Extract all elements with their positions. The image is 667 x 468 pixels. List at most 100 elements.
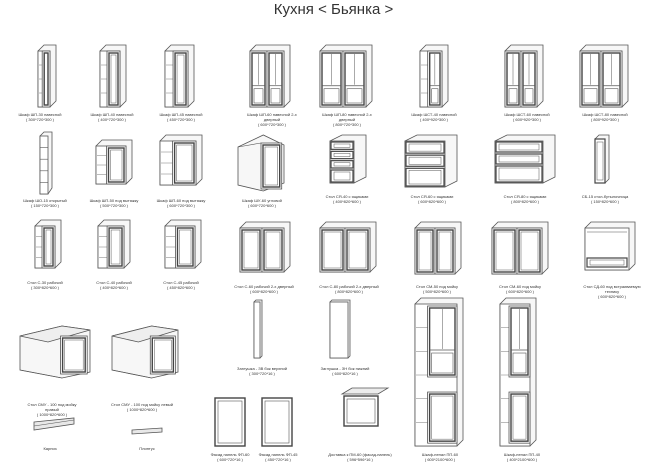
- stol-sm-50-drawing: [414, 221, 462, 275]
- catalog-item-caption: Шкаф ШСТ-60 навесной( 600*920*300 ): [495, 112, 559, 122]
- item-name: Стол С-60 рабочий 2-х дверный: [234, 284, 294, 289]
- item-name: Шкаф ШП-60 навесной 2-х дверный: [247, 112, 297, 122]
- item-name: Шкаф ШП-80 навесной 2-х дверный: [322, 112, 372, 122]
- dostavka-pm-drawing: [340, 387, 390, 427]
- catalog-item-caption: Доставка к ПМ-60 (фасад-панель)( 596*596…: [328, 452, 392, 462]
- shkaf-vp-60-2dv-drawing: [249, 44, 291, 108]
- item-dims: ( 150*720*300 ): [30, 203, 60, 208]
- item-name: Шкаф ШСТ-60 навесной: [504, 112, 550, 117]
- stol-sr-40-drawing: [97, 219, 131, 269]
- catalog-item-caption: Шкаф ШП-40 навесной( 400*720*300 ): [80, 112, 144, 122]
- item-name: Шкаф ШП-60 под вытяжку: [156, 198, 206, 203]
- stol-sm-60-drawing: [491, 221, 549, 275]
- item-dims: ( 300*820*600 ): [30, 285, 60, 290]
- shkaf-vst-40-drawing: [419, 44, 449, 108]
- item-dims: ( 800*720*300 ): [332, 122, 362, 127]
- item-dims: ( 600*820*16 ): [332, 371, 358, 376]
- item-dims: ( 150*820*600 ): [590, 199, 620, 204]
- shkaf-vst-60-drawing: [504, 44, 544, 108]
- catalog-item-caption: Стол СМ-50 под мойку( 500*820*600 ): [405, 284, 469, 294]
- item-dims: ( 1000*820*600 ): [126, 407, 158, 412]
- catalog-item-caption: Карниз: [18, 446, 82, 451]
- catalog-item-caption: Шкаф ШСТ-40 навесной( 400*920*300 ): [402, 112, 466, 122]
- shkaf-vp-30-nav-drawing: [37, 44, 57, 108]
- item-name: Фасад панель ФП-45: [258, 452, 298, 457]
- catalog-item-caption: Фасад панель ФП-45( 450*720*16 ): [246, 452, 310, 462]
- item-name: Шкаф ШСТ-80 навесной: [582, 112, 628, 117]
- catalog-item-caption: СБ-15 стол-бутылочница( 150*820*600 ): [573, 194, 637, 204]
- item-dims: ( 600*2100*600 ): [424, 457, 456, 462]
- shkaf-vp-50-sush-drawing: [95, 139, 133, 185]
- item-dims: ( 450*720*16 ): [265, 457, 291, 462]
- item-dims: ( 400*920*300 ): [419, 117, 449, 122]
- catalog-item-caption: Стол С-80 рабочий 2-х дверный( 800*820*6…: [317, 284, 381, 294]
- item-name: Шкаф ШСТ-40 навесной: [411, 112, 457, 117]
- catalog-item-caption: Шкаф ШУ-60 угловой( 600*720*600 ): [230, 198, 294, 208]
- item-dims: ( 1000*820*600 ): [36, 412, 68, 417]
- shkaf-vst-80-drawing: [579, 44, 629, 108]
- stol-sya-40-drawing: [329, 134, 367, 184]
- item-dims: ( 600*720*300 ): [257, 122, 287, 127]
- item-name: Стол СЯ-40 с ящиками: [325, 194, 369, 199]
- stol-smu-left-drawing: [111, 325, 179, 379]
- item-dims: ( 450*820*600 ): [166, 285, 196, 290]
- catalog-item-caption: Шкаф ШП-30 навесной( 300*720*300 ): [8, 112, 72, 122]
- shkaf-vp-80-2dv-drawing: [319, 44, 373, 108]
- catalog-item-caption: Стол С-40 рабочий( 400*820*600 ): [82, 280, 146, 290]
- item-name: Доставка к ПМ-60 (фасад-панель): [328, 452, 392, 457]
- karniz-drawing: [33, 417, 75, 431]
- penal-pp-60-drawing: [414, 297, 464, 447]
- item-dims: ( 800*920*300 ): [590, 117, 620, 122]
- fasad-fp-60-drawing: [214, 397, 246, 447]
- catalog-item-caption: Стол СД-60 под встраиваемую технику( 600…: [580, 284, 644, 299]
- item-dims: ( 300*720*300 ): [25, 117, 55, 122]
- catalog-item-caption: Заглушка - ЗН бок нижний( 600*820*16 ): [313, 366, 377, 376]
- shkaf-vp-60-sush-drawing: [159, 134, 203, 186]
- item-dims: ( 600*920*300 ): [512, 117, 542, 122]
- catalog-item-caption: Шкаф ШП-60 под вытяжку( 600*720*300 ): [149, 198, 213, 208]
- stol-sd-60-drawing: [584, 221, 636, 271]
- stol-sr-30-drawing: [34, 219, 62, 269]
- item-name: Стол СД-60 под встраиваемую технику: [583, 284, 641, 294]
- catalog-item-caption: Стол С-30 рабочий( 300*820*600 ): [13, 280, 77, 290]
- stol-sya-60-drawing: [404, 134, 458, 188]
- catalog-item-caption: Шкаф-пенал ПП-60( 600*2100*600 ): [408, 452, 472, 462]
- item-name: Стол СЯ-80 с ящиками: [503, 194, 547, 199]
- item-dims: ( 600*820*600 ): [597, 294, 627, 299]
- penal-pp-40-drawing: [499, 297, 537, 447]
- item-dims: ( 500*820*600 ): [422, 289, 452, 294]
- item-dims: ( 800*820*600 ): [510, 199, 540, 204]
- zaglushka-v-drawing: [253, 299, 263, 359]
- stol-smu-drawing: [19, 325, 91, 379]
- item-name: Фасад панель ФП-60: [210, 452, 250, 457]
- catalog-item-caption: Шкаф ШП-45 навесной( 450*720*300 ): [149, 112, 213, 122]
- item-name: Шкаф ШП-50 под вытяжку: [89, 198, 139, 203]
- catalog-item-caption: Шкаф ШСТ-80 навесной( 800*920*300 ): [573, 112, 637, 122]
- catalog-item-caption: Шкаф ШО-15 открытый( 150*720*300 ): [13, 198, 77, 208]
- item-name: Заглушка - ЗВ бок верхний: [237, 366, 287, 371]
- catalog-item-caption: Плинтус: [115, 446, 179, 451]
- item-dims: ( 600*720*16 ): [217, 457, 243, 462]
- item-dims: ( 400*720*300 ): [97, 117, 127, 122]
- catalog-item-caption: Стол С-45 рабочий( 450*820*600 ): [149, 280, 213, 290]
- item-name: Стол СЯ-60 с ящиками: [410, 194, 454, 199]
- item-name: Стол С-40 рабочий: [96, 280, 132, 285]
- stol-sb-15-drawing: [594, 134, 610, 184]
- catalog-item-caption: Фасад панель ФП-60( 600*720*16 ): [198, 452, 262, 462]
- stol-sr-45-drawing: [164, 219, 202, 269]
- catalog-item-caption: Заглушка - ЗВ бок верхний( 300*720*16 ): [230, 366, 294, 376]
- item-dims: ( 400*820*600 ): [99, 285, 129, 290]
- item-name: Стол С-45 рабочий: [163, 280, 199, 285]
- shkaf-vu-60-drawing: [237, 134, 285, 192]
- stol-s-80-2dv-drawing: [319, 221, 377, 273]
- item-dims: ( 800*820*600 ): [334, 289, 364, 294]
- item-name: СБ-15 стол-бутылочница: [581, 194, 629, 199]
- stol-s-60-2dv-drawing: [239, 221, 291, 273]
- catalog-item-caption: Шкаф ШП-50 под вытяжку( 500*720*300 ): [82, 198, 146, 208]
- item-dims: ( 596*596*16 ): [347, 457, 373, 462]
- catalog-item-caption: Шкаф-пенал ПП-40( 400*2100*600 ): [490, 452, 554, 462]
- catalog-item-caption: Стол СЯ-80 с ящиками( 800*820*600 ): [493, 194, 557, 204]
- item-name: Шкаф ШО-15 открытый: [23, 198, 67, 203]
- item-dims: ( 600*720*300 ): [166, 203, 196, 208]
- item-name: Стол С-30 рабочий: [27, 280, 63, 285]
